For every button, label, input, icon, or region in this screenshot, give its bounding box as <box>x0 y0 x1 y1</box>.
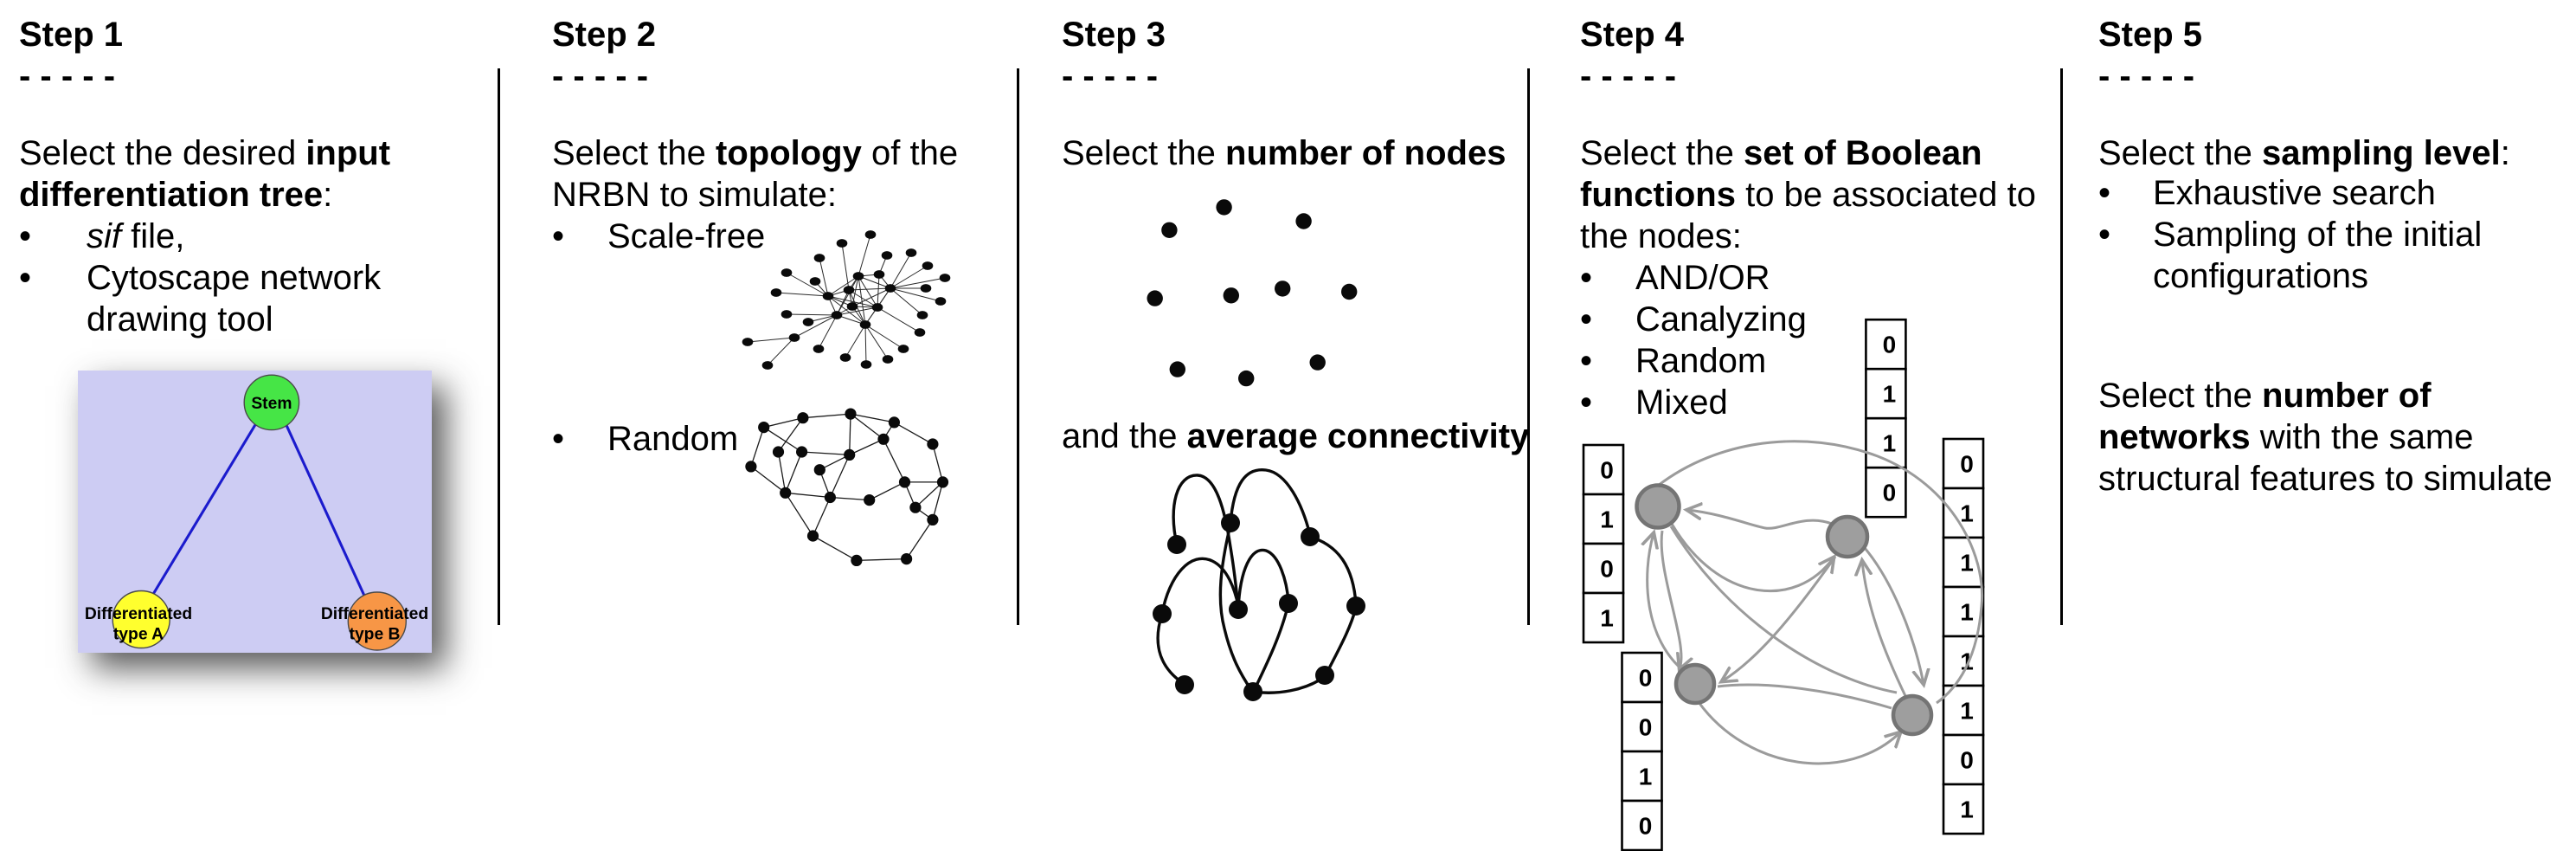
svg-text:1: 1 <box>1600 506 1614 533</box>
svg-text:0: 0 <box>1883 480 1897 506</box>
svg-text:1: 1 <box>1960 500 1974 527</box>
svg-text:0: 0 <box>1600 556 1614 583</box>
svg-text:0: 0 <box>1960 747 1974 774</box>
svg-text:0: 0 <box>1883 332 1897 358</box>
svg-text:Stem: Stem <box>251 395 292 413</box>
svg-text:Differentiated: Differentiated <box>85 605 192 623</box>
svg-text:1: 1 <box>1960 599 1974 626</box>
svg-text:0: 0 <box>1639 714 1653 741</box>
svg-text:1: 1 <box>1639 764 1653 790</box>
svg-text:type A: type A <box>113 626 164 644</box>
svg-text:1: 1 <box>1883 430 1897 457</box>
svg-text:type B: type B <box>350 626 401 644</box>
svg-text:1: 1 <box>1600 605 1614 632</box>
svg-text:1: 1 <box>1960 648 1974 675</box>
svg-text:0: 0 <box>1600 457 1614 484</box>
svg-text:0: 0 <box>1639 813 1653 840</box>
svg-text:0: 0 <box>1639 665 1653 692</box>
svg-text:1: 1 <box>1960 796 1974 823</box>
svg-text:1: 1 <box>1883 381 1897 408</box>
svg-text:1: 1 <box>1960 550 1974 577</box>
svg-text:1: 1 <box>1960 698 1974 725</box>
svg-text:0: 0 <box>1960 451 1974 478</box>
svg-text:Differentiated: Differentiated <box>321 605 428 623</box>
